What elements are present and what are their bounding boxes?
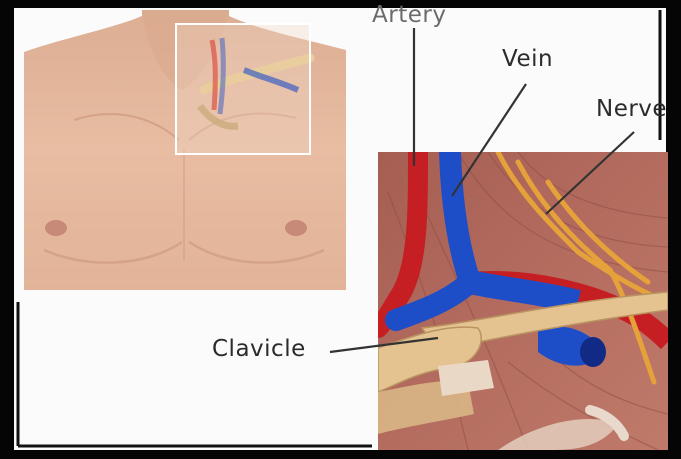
label-vein: Vein xyxy=(502,46,553,72)
label-artery: Artery xyxy=(372,2,446,28)
torso-illustration xyxy=(24,10,346,290)
label-nerve: Nerve xyxy=(596,96,667,122)
anatomy-detail-illustration xyxy=(378,152,668,450)
label-clavicle: Clavicle xyxy=(212,336,306,362)
